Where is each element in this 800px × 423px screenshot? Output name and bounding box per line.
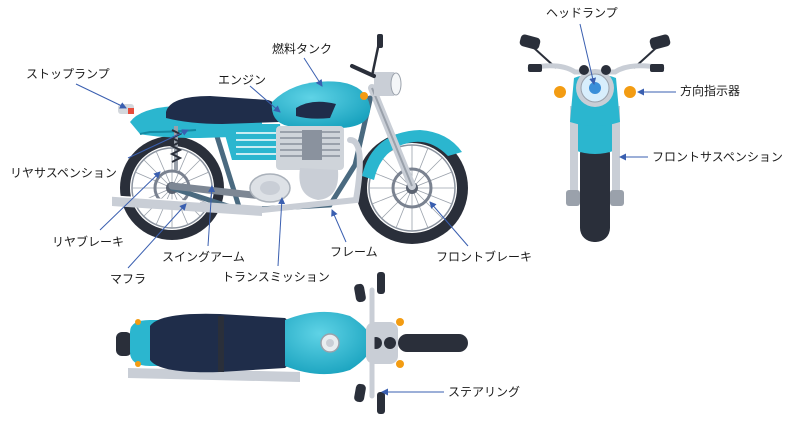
label-frame: フレーム [330,245,378,259]
engine-block [249,126,344,203]
label-stop-lamp: ストップランプ [26,67,110,81]
label-front-brake: フロントブレーキ [436,250,533,264]
arrow-headlamp [579,23,597,85]
front-view-motorcycle [519,34,671,242]
label-fuel-tank: 燃料タンク [272,42,333,56]
arrow-fuel-tank [303,57,323,87]
arrow-muffler [127,203,187,269]
arrow-rear-brake [99,171,161,231]
callout-arrows [75,23,676,396]
arrow-front-brake [429,201,469,247]
label-front-suspension: フロントサスペンション [652,150,783,164]
arrow-frame [331,209,347,243]
arrow-swing-arm [207,185,216,247]
label-turn-signal: 方向指示器 [680,84,741,98]
arrow-rear-suspension [127,129,189,159]
label-transmission: トランスミッション [222,270,330,284]
label-muffler: マフラ [110,272,147,286]
arrow-transmission [277,197,286,267]
label-rear-brake: リヤブレーキ [52,235,125,249]
label-swing-arm: スイングアーム [162,250,245,264]
arrow-engine [249,85,281,113]
side-view-motorcycle [111,34,468,244]
label-engine: エンジン [218,73,267,87]
arrow-stop-lamp [75,83,127,109]
label-headlamp: ヘッドランプ [546,6,618,20]
label-steering: ステアリング [448,385,521,399]
top-view-motorcycle [116,272,468,414]
label-rear-suspension: リヤサスペンション [10,166,117,180]
